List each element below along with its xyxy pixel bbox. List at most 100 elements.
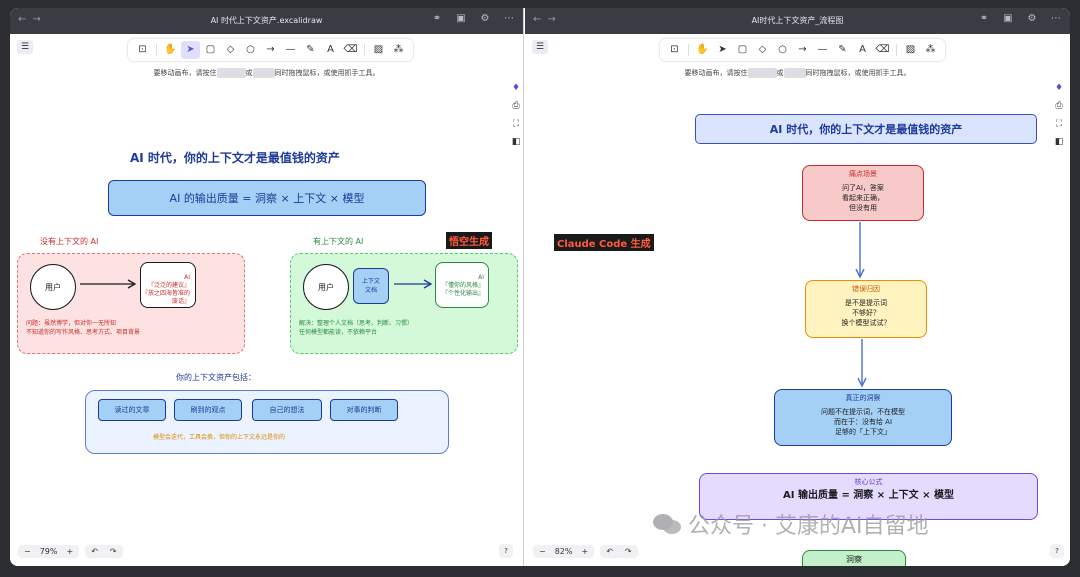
arrow-connector [80,279,137,289]
pencil-icon[interactable]: ✎ [306,44,315,55]
sidebar-icon[interactable]: ◧ [1054,137,1064,147]
left-canvas[interactable]: AI 时代，你的上下文才是最值钱的资产 AI 的输出质量 = 洞察 × 上下文 … [10,8,523,566]
zoom-control: − 79% + [18,545,80,558]
help-button[interactable]: ? [1050,544,1064,558]
library-icon[interactable]: ♦ [511,83,521,93]
pain-node[interactable]: 痛点场景 问了AI，答案 看起来正确， 但没有用 [802,165,924,221]
arrow-icon[interactable]: → [798,44,807,55]
zoom-out-button[interactable]: − [539,547,546,556]
fullscreen-icon[interactable]: ⛶ [512,119,520,129]
lock-icon[interactable]: ⊡ [670,44,679,55]
history-control: ↶ ↷ [85,545,123,558]
main-menu-button[interactable]: ☰ [532,40,548,54]
arrow-connector [857,339,867,388]
undo-icon[interactable]: ↶ [606,547,613,556]
zoom-level[interactable]: 79% [39,547,58,556]
ai-generic-node[interactable]: AI 『泛泛的建议』 『放之四海皆准的废话』 [140,262,196,308]
ai-node-text: AI 『懂你的风格』 『个性化输出』 [441,274,484,297]
window-title: AI 时代上下文资产.excalidraw [210,16,323,25]
window-title: AI时代上下文资产_流程图 [751,16,844,25]
bottom-bar: − 79% + ↶ ↷ [18,545,123,558]
rectangle-icon[interactable]: ▢ [205,44,216,55]
forward-icon[interactable]: → [547,14,562,25]
right-canvas[interactable]: AI 时代，你的上下文才是最值钱的资产 Claude Code 生成 痛点场景 … [525,8,1070,566]
settings-icon[interactable]: ⚙ [1027,13,1037,24]
more-tools-icon[interactable]: ⁂ [393,44,404,55]
formula-box[interactable]: AI 的输出质量 = 洞察 × 上下文 × 模型 [108,180,426,216]
main-menu-button[interactable]: ☰ [17,40,33,54]
generator-tag: 悟空生成 [446,232,492,249]
ellipse-icon[interactable]: ○ [246,44,255,55]
fullscreen-icon[interactable]: ⛶ [1055,119,1063,129]
eraser-icon[interactable]: ⌫ [343,44,358,55]
pointer-icon[interactable]: ➤ [181,41,200,59]
diamond-icon[interactable]: ◇ [758,44,767,55]
toolbar-divider [896,44,897,56]
zoom-out-button[interactable]: − [24,547,31,556]
asset-chip[interactable]: 对事的判断 [330,399,398,421]
solution-text: 解决：整理个人文档（思考、判断、习惯） 任何模型都能读，不依赖平台 [299,320,414,336]
pencil-icon[interactable]: ✎ [838,44,847,55]
rectangle-icon[interactable]: ▢ [737,44,748,55]
asset-chip[interactable]: 读过的文章 [98,399,166,421]
kbd-key: 空格 [783,68,806,78]
title-actions: ⚭ ▣ ⚙ ⋯ [431,13,515,24]
ellipse-icon[interactable]: ○ [778,44,787,55]
library-icon[interactable]: ♦ [1054,83,1064,93]
redo-icon[interactable]: ↷ [109,547,117,556]
hand-icon[interactable]: ✋ [696,44,709,55]
lock-icon[interactable]: ⊡ [138,44,147,55]
context-doc-text: 上下文文档 [361,278,380,294]
save-icon[interactable]: ▣ [456,13,466,24]
more-icon[interactable]: ⋯ [504,13,514,24]
flow-title[interactable]: AI 时代，你的上下文才是最值钱的资产 [695,114,1037,144]
line-icon[interactable]: — [285,44,296,55]
side-icons: ♦ ⎙ ⛶ ◧ [510,83,522,147]
core-formula-node[interactable]: 核心公式 AI 输出质量 = 洞察 × 上下文 × 模型 [699,473,1038,520]
zoom-in-button[interactable]: + [581,547,589,556]
link-icon[interactable]: ⚭ [432,13,442,24]
sidebar-icon[interactable]: ◧ [511,137,521,147]
wechat-icon [653,514,681,534]
user-node[interactable]: 用户 [30,264,76,310]
error-node[interactable]: 错误归因 是不是提示词 不够好？ 换个模型试试？ [805,280,927,338]
nav-buttons: ←→ [533,14,562,25]
save-icon[interactable]: ▣ [1003,13,1013,24]
settings-icon[interactable]: ⚙ [480,13,490,24]
diamond-icon[interactable]: ◇ [226,44,235,55]
asset-chip[interactable]: 自己的想法 [252,399,322,421]
right-pane: ←→ AI时代上下文资产_流程图 ⚭ ▣ ⚙ ⋯ ☰ ⊡ ✋ ➤ ▢ ◇ ○ →… [525,8,1070,566]
watermark: 公众号 · 艾康的AI自留地 [652,508,929,540]
text-icon[interactable]: A [859,44,866,55]
more-tools-icon[interactable]: ⁂ [925,44,936,55]
insight-bottom-node[interactable]: 洞察 [802,550,906,566]
line-icon[interactable]: — [817,44,828,55]
pointer-icon[interactable]: ➤ [718,44,727,55]
export-icon[interactable]: ⎙ [512,101,520,111]
link-icon[interactable]: ⚭ [979,13,989,24]
toolbar-divider [364,44,365,56]
user-node[interactable]: 用户 [303,264,349,310]
back-icon[interactable]: ← [533,14,548,25]
hand-icon[interactable]: ✋ [164,44,177,55]
back-icon[interactable]: ← [18,14,33,25]
image-icon[interactable]: ▨ [905,44,916,55]
export-icon[interactable]: ⎙ [1055,101,1063,111]
insight-node[interactable]: 真正的洞察 问题不在提示词，不在模型 而在于：没有给 AI 足够的「上下文」 [774,389,952,446]
ai-personal-node[interactable]: AI 『懂你的风格』 『个性化输出』 [435,262,489,308]
help-button[interactable]: ? [499,544,513,558]
zoom-in-button[interactable]: + [66,547,74,556]
more-icon[interactable]: ⋯ [1051,13,1061,24]
undo-icon[interactable]: ↶ [91,547,98,556]
redo-icon[interactable]: ↷ [624,547,632,556]
arrow-icon[interactable]: → [266,44,275,55]
forward-icon[interactable]: → [32,14,47,25]
zoom-level[interactable]: 82% [554,547,573,556]
arrow-connector [855,222,865,279]
asset-chip[interactable]: 刷到的观点 [174,399,242,421]
image-icon[interactable]: ▨ [373,44,384,55]
canvas-hint: 要移动画布，请按住滚轮键或空格同时拖拽鼠标，或使用抓手工具。 [684,68,911,78]
eraser-icon[interactable]: ⌫ [875,44,890,55]
text-icon[interactable]: A [327,44,334,55]
context-doc-node[interactable]: 上下文文档 [353,268,389,304]
